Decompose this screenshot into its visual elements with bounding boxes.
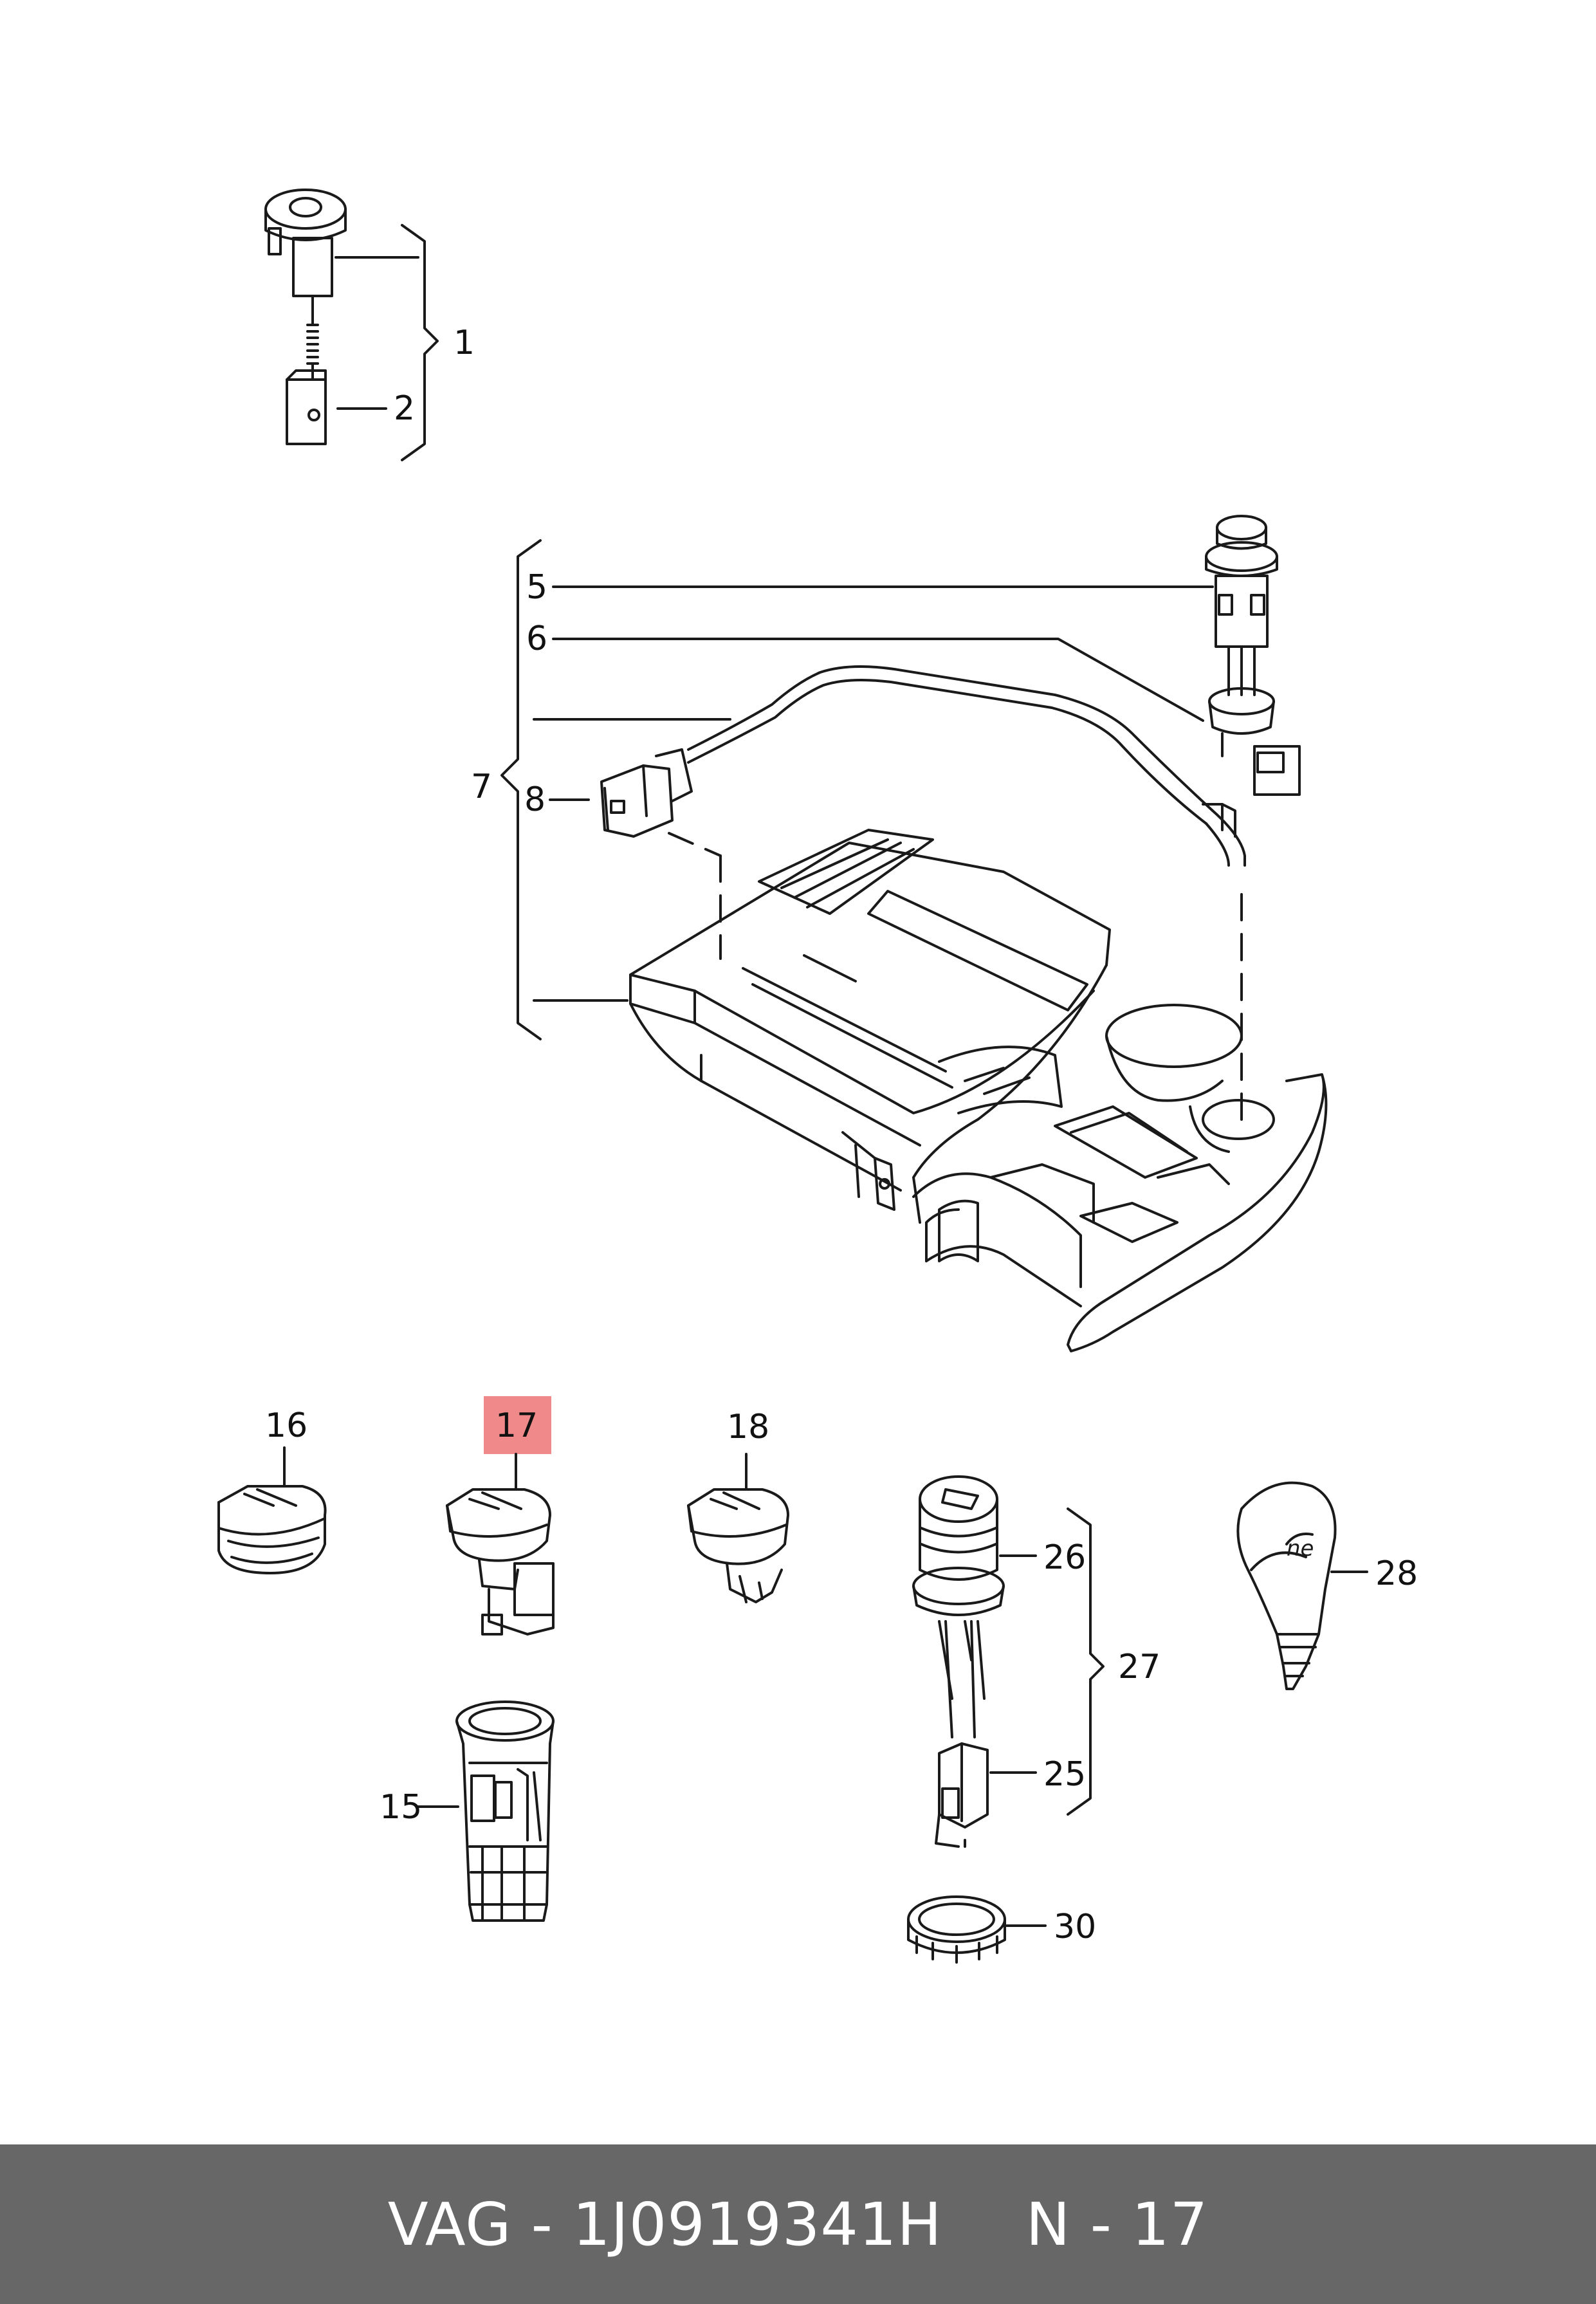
part-17-socket-drawing[interactable] xyxy=(446,1453,555,1636)
label-15: 15 xyxy=(380,1788,422,1827)
part-number: VAG - 1J0919341H xyxy=(387,2189,942,2259)
part-18-socket-drawing xyxy=(687,1453,789,1603)
label-26: 26 xyxy=(1043,1538,1086,1577)
part-16-cap-drawing xyxy=(217,1446,327,1574)
part-8-connector-drawing xyxy=(600,748,693,838)
part-1-switch-drawing xyxy=(264,189,347,445)
label-28: 28 xyxy=(1375,1554,1418,1593)
label-2: 2 xyxy=(394,389,415,428)
part-25-connector-drawing xyxy=(935,1742,989,1848)
part-26-socket-drawing xyxy=(912,1475,1005,1738)
label-7: 7 xyxy=(471,768,492,806)
console-tray-drawing xyxy=(629,829,1328,1352)
part-30-ring-drawing xyxy=(907,1895,1006,1964)
label-18: 18 xyxy=(727,1408,769,1446)
parts-diagram: 1 2 7 5 6 8 xyxy=(217,189,1418,1964)
bracket-7 xyxy=(500,539,542,1040)
page-reference: N - 17 xyxy=(1025,2189,1209,2259)
part-5-lighter-drawing xyxy=(1202,515,1301,838)
bracket-27 xyxy=(989,1507,1105,1816)
svg-text:ne: ne xyxy=(1287,1536,1314,1562)
footer-bar: VAG - 1J0919341H N - 17 xyxy=(0,2144,1596,2304)
cable-7 xyxy=(687,665,1246,867)
label-6: 6 xyxy=(526,620,547,658)
label-8: 8 xyxy=(524,780,546,819)
part-15-lighter-housing-drawing xyxy=(455,1700,555,1922)
leader-lines-upper xyxy=(533,585,1214,1002)
label-1: 1 xyxy=(454,324,475,362)
part-28-knob-drawing: ne xyxy=(1236,1481,1337,1690)
label-27: 27 xyxy=(1118,1648,1160,1686)
label-5: 5 xyxy=(526,568,547,607)
label-17: 17 xyxy=(495,1406,538,1445)
label-30: 30 xyxy=(1054,1908,1096,1946)
dash-guides xyxy=(668,832,1243,1134)
bracket-1 xyxy=(335,224,439,461)
label-16: 16 xyxy=(265,1406,307,1445)
label-17-highlight xyxy=(484,1396,551,1454)
label-25: 25 xyxy=(1043,1755,1086,1794)
